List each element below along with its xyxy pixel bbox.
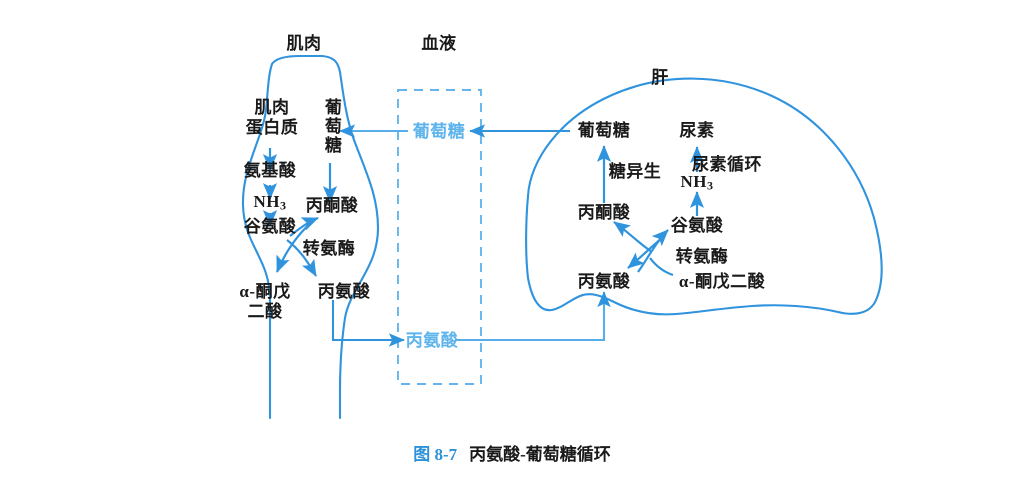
liver-glucose-label: 葡萄糖 [577,121,631,140]
liver-urea-label: 尿素 [679,121,715,140]
blood-compartment-outline [397,89,482,385]
liver-outline [525,77,883,316]
muscle-ammonia-label: NH3 [253,192,287,213]
liver-title: 肝 [651,68,669,87]
liver-arrows [596,145,705,277]
muscle-outline [241,54,380,420]
liver-alpha-ketoglutarate-label: α-酮戊二酸 [678,272,766,291]
muscle-protein-label: 肌肉 蛋白质 [245,98,299,138]
figure-number: 图 8-7 [413,445,458,464]
figure-title: 丙氨酸-葡萄糖循环 [469,445,611,464]
muscle-arrows [262,148,338,277]
muscle-title: 肌肉 [286,34,322,53]
liver-transaminase-label: 转氨酶 [675,247,729,266]
muscle-glutamate-label: 谷氨酸 [243,217,297,236]
alanine-muscle-to-blood-path [331,300,405,347]
muscle-alanine-label: 丙氨酸 [317,282,371,301]
liver-pyruvate-label: 丙酮酸 [577,203,631,222]
alanine-blood-to-liver-path [455,291,611,342]
muscle-glucose-label: 葡萄糖 [321,98,341,155]
gluconeogenesis-label: 糖异生 [608,162,662,181]
blood-glucose-label: 葡萄糖 [412,122,466,141]
muscle-alpha-ketoglutarate-label: α-酮戊 二酸 [239,282,291,322]
urea-cycle-label: 尿素循环 [692,155,762,174]
blood-alanine-label: 丙氨酸 [405,331,459,350]
muscle-pyruvate-label: 丙酮酸 [305,196,359,215]
liver-alanine-label: 丙氨酸 [577,272,631,291]
figure-caption: 图 8-7 丙氨酸-葡萄糖循环 [413,440,611,465]
muscle-amino-acid-label: 氨基酸 [243,161,297,180]
liver-ammonia-label: NH3 [680,172,714,193]
liver-glutamate-label: 谷氨酸 [670,216,724,235]
blood-title: 血液 [421,34,457,53]
muscle-transaminase-label: 转氨酶 [302,239,356,258]
